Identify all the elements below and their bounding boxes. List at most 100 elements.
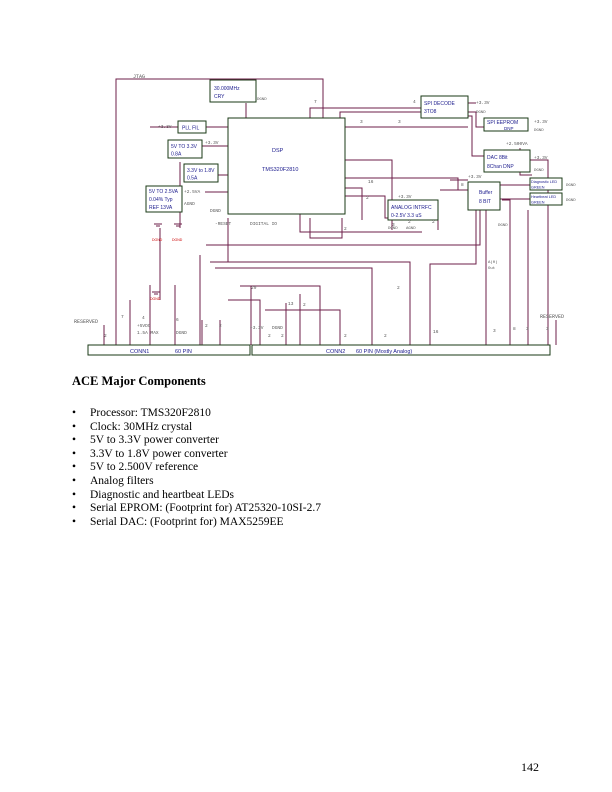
reference-label-1: 5V TO 2.5VA [149, 189, 179, 195]
net-v33-eeprom: +3.3V [534, 119, 548, 125]
dac-label-2: 8Chan DNP [487, 164, 514, 170]
net-v33-buffer: +3.3V [468, 174, 482, 180]
bus-count: 4 [413, 99, 416, 105]
bus-count: 16 [368, 179, 374, 185]
bus-count: 2 [384, 333, 387, 339]
converter-18-block: 3.3V to 1.8V 0.5A [183, 163, 219, 183]
net-amp: 1.5A MAX [137, 330, 159, 336]
buffer-label-2: 8 BIT [479, 199, 491, 205]
list-item: 3.3V to 1.8V power converter [72, 448, 552, 462]
bus-count: 2 [344, 333, 347, 339]
eeprom-block: SPI EEPROM DNP [483, 117, 529, 132]
reserved-right-label: RESERVED [540, 314, 564, 320]
list-item: Diagnostic and heartbeat LEDs [72, 489, 552, 503]
net-v33-dsp: +3.3V [205, 140, 219, 146]
diagnostic-led-block: Diagnostic LED GREEN [529, 177, 563, 191]
net-digital-io: DIGITAL IO [250, 221, 277, 227]
net-v33-analog: +3.3V [398, 194, 412, 200]
eeprom-label-2: DNP [504, 126, 514, 131]
bus-count: 4 [142, 315, 145, 321]
net-dgnd-conn: DGND [176, 330, 187, 336]
net-v25-dac: +2.500VA [506, 141, 528, 147]
list-item: Serial DAC: (Footprint for) MAX5259EE [72, 516, 552, 530]
diag-led-label-1: Diagnostic LED [531, 180, 557, 184]
net-dgnd-hb: DGND [566, 199, 576, 203]
net-aout: A(0) [488, 260, 498, 265]
connectors: RESERVED RESERVED CONN1 60 PIN CONN2 60 … [74, 314, 564, 356]
bus-count: 2 [281, 333, 284, 339]
pll-label: PLL FIL [182, 126, 200, 132]
diag-led-label-2: GREEN [531, 186, 545, 190]
net-agnd-analog: AGND [406, 227, 416, 231]
bus-count: 2 [219, 323, 222, 329]
hb-led-label-1: Heartbeat LED [531, 195, 556, 199]
hb-led-label-2: GREEN [531, 201, 545, 205]
bus-count: 8 [513, 326, 516, 332]
bus-count: 7 [121, 314, 124, 320]
net-jtag: JTAG [133, 74, 145, 80]
bus-count: 2 [397, 285, 400, 291]
net-dgnd-buffer: DGND [498, 224, 508, 228]
bus-count: 2 [205, 323, 208, 329]
bus-count: 8 [461, 182, 464, 188]
net-v25-ref: +2.5VA [184, 189, 201, 195]
bus-count: 2 [408, 219, 411, 225]
buffer-block: Buffer 8 BIT [467, 181, 501, 211]
converter-33-label-1: 5V TO 3.3V [171, 144, 198, 150]
analog-interface-block: ANALOG INTRFC 0-2.5V 3.3 uS [387, 199, 439, 221]
net-v33-dac: +3.3V [534, 155, 548, 161]
bus-count: 3 [526, 326, 529, 332]
bus-count: 2 [366, 195, 369, 201]
dsp-block: DSP TMS320F2810 [227, 117, 346, 215]
net-reset: -RESET [215, 221, 232, 227]
converter-18-label-1: 3.3V to 1.8V [187, 168, 215, 174]
net-dgnd-dsp: DGND [210, 208, 221, 214]
net-agnd-ref: AGND [184, 201, 195, 207]
net-dgnd-dac: DGND [534, 169, 544, 173]
list-item: Clock: 30MHz crystal [72, 421, 552, 435]
net-dgnd-eeprom: DGND [534, 129, 544, 133]
bus-count: 3 [392, 222, 395, 228]
reference-block: 5V TO 2.5VA 0.04% Typ REF 13VA [145, 185, 183, 213]
dac-label-1: DAC 8Bit [487, 155, 508, 161]
converter-33-label-2: 0.8A [171, 152, 182, 158]
buffer-label-1: Buffer [479, 190, 493, 196]
bus-count: 3 [546, 326, 549, 332]
page-number: 142 [521, 760, 539, 774]
net-v33-conn: +3.3V [250, 325, 264, 331]
bus-count: 7 [314, 99, 317, 105]
block-diagram: 30.000MHz CRY PLL FIL DSP TMS320F2810 5V… [74, 74, 576, 356]
net-dgnd-crystal: DGND [257, 98, 267, 102]
bus-counts: 7 4 3 3 16 2 8 2 29 2 13 2 7 4 6 2 2 3 1… [104, 99, 549, 339]
ground-symbols [152, 223, 182, 295]
heartbeat-led-block: Heartbeat LED GREEN [529, 192, 563, 206]
converter-33-block: 5V TO 3.3V 0.8A [167, 139, 203, 159]
conn2-pins: 60 PIN (Mostly Analog) [356, 349, 412, 355]
list-item: 5V to 2.500V reference [72, 461, 552, 475]
net-labels: JTAG DGND +3.3V +3.3V +2.5VA AGND DGND -… [133, 74, 576, 336]
bus-count: 16 [433, 329, 439, 335]
spi-decode-label-2: 3TO8 [424, 109, 437, 115]
components-heading: ACE Major Components [72, 374, 206, 388]
conn2-name: CONN2 [326, 349, 345, 355]
spi-decode-block: SPI DECODE 3TO8 [420, 95, 469, 119]
crystal-block: 30.000MHz CRY [209, 79, 257, 103]
list-item: Processor: TMS320F2810 [72, 407, 552, 421]
analog-label-1: ANALOG INTRFC [391, 205, 432, 211]
crystal-label-1: 30.000MHz [214, 86, 240, 92]
list-item: 5V to 3.3V power converter [72, 434, 552, 448]
conn1-pins: 60 PIN [175, 349, 192, 355]
bus-count: 6 [176, 317, 179, 323]
components-section: ACE Major Components Processor: TMS320F2… [72, 374, 552, 529]
net-v33-pll: +3.3V [158, 124, 172, 130]
net-dgnd-conn2: DGND [272, 325, 283, 331]
bus-count: 2 [344, 226, 347, 232]
components-list: Processor: TMS320F2810 Clock: 30MHz crys… [72, 407, 552, 529]
net-agnd-red-1: DGND [172, 238, 183, 242]
list-item: Serial EPROM: (Footprint for) AT25320-10… [72, 502, 552, 516]
spi-decode-label-1: SPI DECODE [424, 101, 456, 107]
pll-block: PLL FIL [177, 120, 207, 134]
bus-count: 3 [493, 328, 496, 334]
bus-count: 13 [288, 301, 294, 307]
bus-count: 2 [303, 302, 306, 308]
